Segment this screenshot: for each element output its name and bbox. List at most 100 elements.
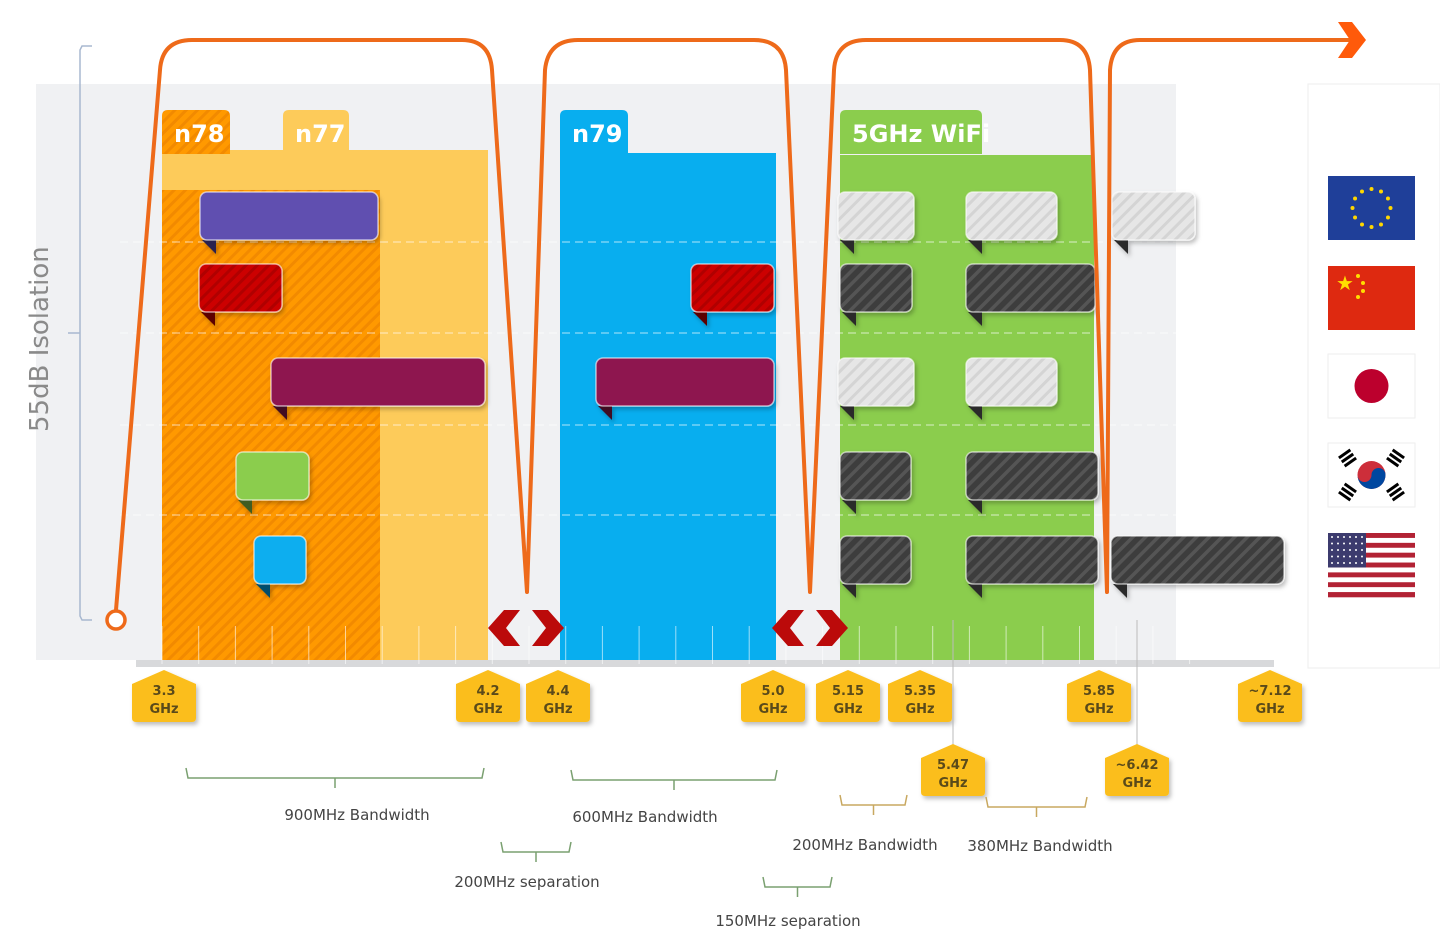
canton: [1328, 533, 1366, 568]
gap-markers: [488, 610, 848, 646]
marker-value: 5.85: [1083, 684, 1115, 699]
allocation-bar: [839, 451, 912, 501]
star-icon: [1355, 536, 1357, 538]
marker-value: 4.4: [546, 684, 569, 699]
stripe: [1328, 547, 1415, 553]
stripe: [1328, 572, 1415, 578]
small-star-icon: [1356, 295, 1360, 299]
marker-unit: GHz: [833, 702, 862, 717]
star-icon: [1343, 542, 1345, 545]
bubble-tail: [598, 406, 612, 420]
trigram-bar: [1391, 448, 1405, 460]
star-icon: [1353, 196, 1358, 201]
bubble-tail: [840, 240, 854, 254]
trigram-bar: [1338, 448, 1352, 460]
marker-unit: GHz: [1122, 776, 1151, 791]
annotation-label: 200MHz Bandwidth: [792, 836, 937, 854]
bandwidth-annotation: 150MHz separation: [715, 876, 861, 930]
bubble-tail: [842, 500, 856, 514]
small-star-icon: [1361, 281, 1365, 285]
allocations-layer: [198, 191, 1285, 598]
annotation-label: 150MHz separation: [715, 912, 860, 930]
allocation-eu: [1111, 191, 1196, 254]
bubble-tail: [968, 312, 982, 326]
star-icon: [1385, 196, 1390, 201]
marker-tag: [132, 670, 196, 722]
small-star-icon: [1356, 274, 1360, 278]
trigram-bar: [1340, 452, 1355, 464]
arrow-right-icon: [1338, 22, 1366, 58]
star-icon: [1360, 189, 1364, 194]
allocation-south-korea: [965, 451, 1099, 514]
star-icon: [1361, 536, 1363, 538]
annotation-label: 380MHz Bandwidth: [967, 837, 1112, 855]
chevron-left-icon: [488, 610, 520, 646]
star-icon: [1353, 215, 1358, 220]
stripe: [1328, 577, 1415, 583]
marker-tag: [1105, 744, 1169, 796]
marker-unit: GHz: [543, 702, 572, 717]
star-icon: [1343, 536, 1345, 538]
trigram-bar: [1343, 482, 1357, 494]
flag-field: [1328, 176, 1415, 240]
allocation-japan: [595, 357, 775, 420]
star-icon: [1331, 562, 1333, 564]
marker-value: 4.2: [476, 684, 499, 699]
chevron-left-icon: [772, 610, 804, 646]
bandwidth-annotations: 900MHz Bandwidth 600MHz Bandwidth 200MHz s…: [185, 767, 1113, 930]
stripe: [1328, 582, 1415, 588]
allocation-eu: [965, 191, 1058, 254]
star-icon: [1349, 542, 1351, 545]
star-icon: [1360, 222, 1364, 227]
star-icon: [1343, 555, 1345, 558]
star-icon: [1331, 555, 1333, 558]
allocation-usa: [839, 535, 912, 598]
allocation-bar: [965, 535, 1099, 585]
bubble-tail: [256, 584, 270, 598]
stripe: [1328, 552, 1415, 558]
bandwidth-annotation: 900MHz Bandwidth: [185, 767, 485, 824]
japan-flag-icon: [1327, 353, 1416, 419]
allocation-bar: [253, 535, 307, 585]
bubble-tail: [968, 406, 982, 420]
band-label: n79: [572, 120, 622, 148]
bubble-tail: [201, 312, 215, 326]
allocation-japan: [270, 357, 486, 420]
trigram-bar: [1386, 456, 1400, 468]
allocation-bar: [965, 191, 1058, 241]
star-icon: [1355, 562, 1357, 564]
chevron-right-icon: [532, 610, 564, 646]
star-icon: [1343, 562, 1345, 564]
isolation-line: [105, 22, 1366, 631]
annotation-label: 200MHz separation: [454, 873, 599, 891]
gap-chevrons: [488, 610, 564, 646]
bandwidth-annotation: 600MHz Bandwidth: [570, 769, 778, 826]
marker-tag: [526, 670, 590, 722]
eu-flag-icon: [1328, 176, 1415, 240]
bubble-tail: [968, 584, 982, 598]
star-icon: [1337, 536, 1339, 538]
star-icon: [1337, 542, 1339, 545]
bandwidth-annotation: 200MHz separation: [454, 841, 600, 891]
marker-tag: [456, 670, 520, 722]
star-icon: [1355, 549, 1357, 551]
allocation-bar: [837, 191, 915, 241]
allocation-south-korea: [235, 451, 310, 514]
allocation-bar: [1111, 191, 1196, 241]
allocation-usa: [253, 535, 307, 598]
start-circle-icon: [105, 609, 127, 631]
allocation-china: [839, 263, 913, 326]
bubble-tail: [842, 312, 856, 326]
star-icon: [1331, 536, 1333, 538]
star-icon: ★: [1336, 271, 1354, 295]
allocation-bar: [965, 451, 1099, 501]
band-tab: [560, 110, 628, 154]
marker-unit: GHz: [1084, 702, 1113, 717]
trigram-bar: [1386, 482, 1400, 494]
star-icon: [1361, 562, 1363, 564]
chevron-right-icon: [816, 610, 848, 646]
